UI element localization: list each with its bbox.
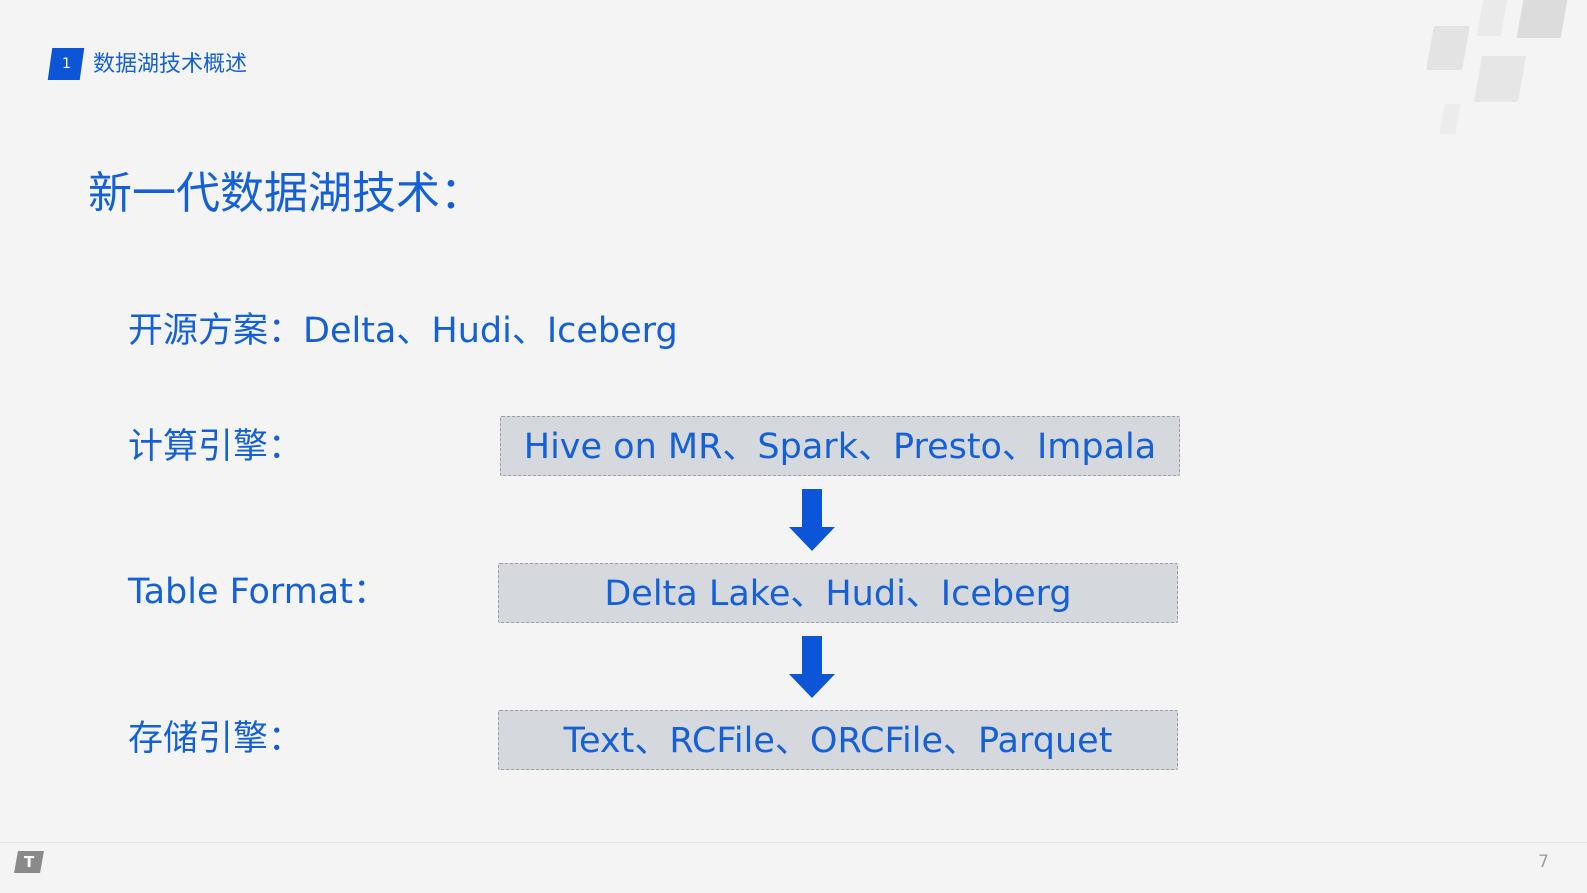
compute-engine-label: 计算引擎：	[128, 427, 304, 467]
company-logo-icon: T	[14, 851, 44, 873]
slide-title: 新一代数据湖技术：	[88, 168, 484, 219]
open-source-line: 开源方案：Delta、Hudi、Iceberg	[128, 311, 678, 351]
table-format-box: Delta Lake、Hudi、Iceberg	[498, 563, 1178, 623]
section-number-badge: 1	[47, 48, 85, 80]
down-arrow-icon	[789, 636, 835, 698]
decorative-square	[1426, 26, 1470, 70]
compute-engine-box: Hive on MR、Spark、Presto、Impala	[500, 416, 1180, 476]
storage-engine-label: 存储引擎：	[128, 719, 304, 759]
decorative-square	[1439, 104, 1461, 134]
decorative-square	[1473, 56, 1527, 102]
footer-divider	[0, 842, 1587, 843]
decorative-square	[1476, 0, 1508, 36]
section-number: 1	[61, 56, 71, 72]
logo-glyph: T	[23, 853, 35, 871]
decorative-square	[1516, 0, 1568, 38]
storage-engine-box: Text、RCFile、ORCFile、Parquet	[498, 710, 1178, 770]
down-arrow-icon	[789, 489, 835, 551]
table-format-label: Table Format：	[128, 572, 388, 612]
section-title: 数据湖技术概述	[93, 52, 248, 77]
page-number: 7	[1538, 852, 1549, 872]
